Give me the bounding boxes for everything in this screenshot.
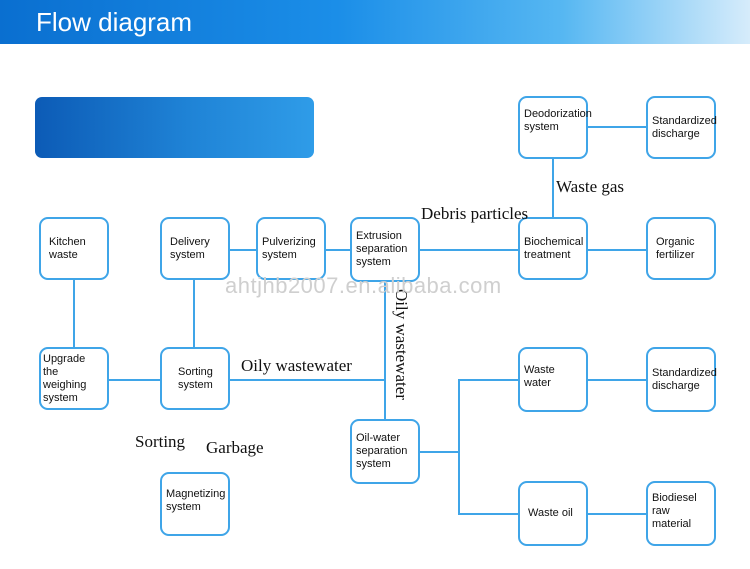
blank-banner — [35, 97, 314, 158]
node-upgrade-weighing-text: Upgrade the weighing system — [43, 352, 87, 404]
node-extrusion-system-text: Extrusion separation system — [356, 230, 408, 268]
node-kitchen-waste: Kitchen waste — [39, 217, 109, 280]
node-deodorization-system-text: Deodorization system — [524, 107, 592, 133]
node-standardized-discharge-top-text: Standardized discharge — [652, 114, 717, 140]
page-title: Flow diagram — [36, 7, 193, 37]
node-extrusion-separation-system: Extrusion separation system — [350, 217, 420, 282]
label-oily-wastewater-horizontal: Oily wastewater — [241, 356, 352, 375]
label-sorting: Sorting — [135, 432, 186, 451]
node-waste-oil-text: Waste oil — [528, 507, 573, 519]
header-bar: Flow diagram — [0, 0, 750, 44]
node-magnetizing-system: Magnetizing system — [160, 472, 230, 536]
label-oily-wastewater-vertical: Oily wastewater — [392, 289, 411, 400]
node-standardized-discharge-mid-text: Standardized discharge — [652, 366, 717, 392]
node-biodiesel-raw-material: Biodiesel raw material — [646, 481, 716, 546]
node-pulverizing-system-text: Pulverizing system — [262, 235, 316, 261]
node-biodiesel-text: Biodiesel raw material — [652, 492, 697, 530]
watermark: ahtjhb2007.en.alibaba.com — [225, 273, 502, 298]
label-debris-particles: Debris particles — [421, 204, 529, 223]
node-sorting-system-text: Sorting system — [178, 365, 213, 391]
edge-oilwater-wasteoil — [458, 452, 519, 515]
node-waste-water-text: Waste water — [524, 364, 555, 389]
node-magnetizing-system-text: Magnetizing system — [166, 487, 226, 513]
node-oil-water-separation-system: Oil-water separation system — [350, 419, 420, 484]
node-pulverizing-system: Pulverizing system — [256, 217, 326, 280]
label-waste-gas: Waste gas — [556, 177, 625, 196]
node-sorting-system: Sorting system — [160, 347, 230, 410]
node-organic-fertilizer-text: Organic fertilizer — [656, 235, 695, 261]
node-oil-water-separation-text: Oil-water separation system — [356, 432, 408, 470]
node-delivery-system: Delivery system — [160, 217, 230, 280]
node-upgrade-weighing-system: Upgrade the weighing system — [39, 347, 109, 410]
node-biochemical-treatment-text: Biochemical treatment — [524, 235, 584, 261]
node-biochemical-treatment: Biochemical treatment — [518, 217, 588, 280]
node-kitchen-waste-text: Kitchen waste — [49, 235, 86, 261]
label-garbage: Garbage — [206, 438, 264, 457]
edge-oilwater-branches — [419, 379, 519, 453]
node-delivery-system-text: Delivery system — [170, 235, 210, 261]
node-standardized-discharge-mid: Standardized discharge — [646, 347, 717, 412]
node-deodorization-system: Deodorization system — [518, 96, 592, 159]
node-waste-water: Waste water — [518, 347, 588, 412]
node-organic-fertilizer: Organic fertilizer — [646, 217, 716, 280]
node-standardized-discharge-top: Standardized discharge — [646, 96, 717, 159]
node-waste-oil: Waste oil — [518, 481, 588, 546]
